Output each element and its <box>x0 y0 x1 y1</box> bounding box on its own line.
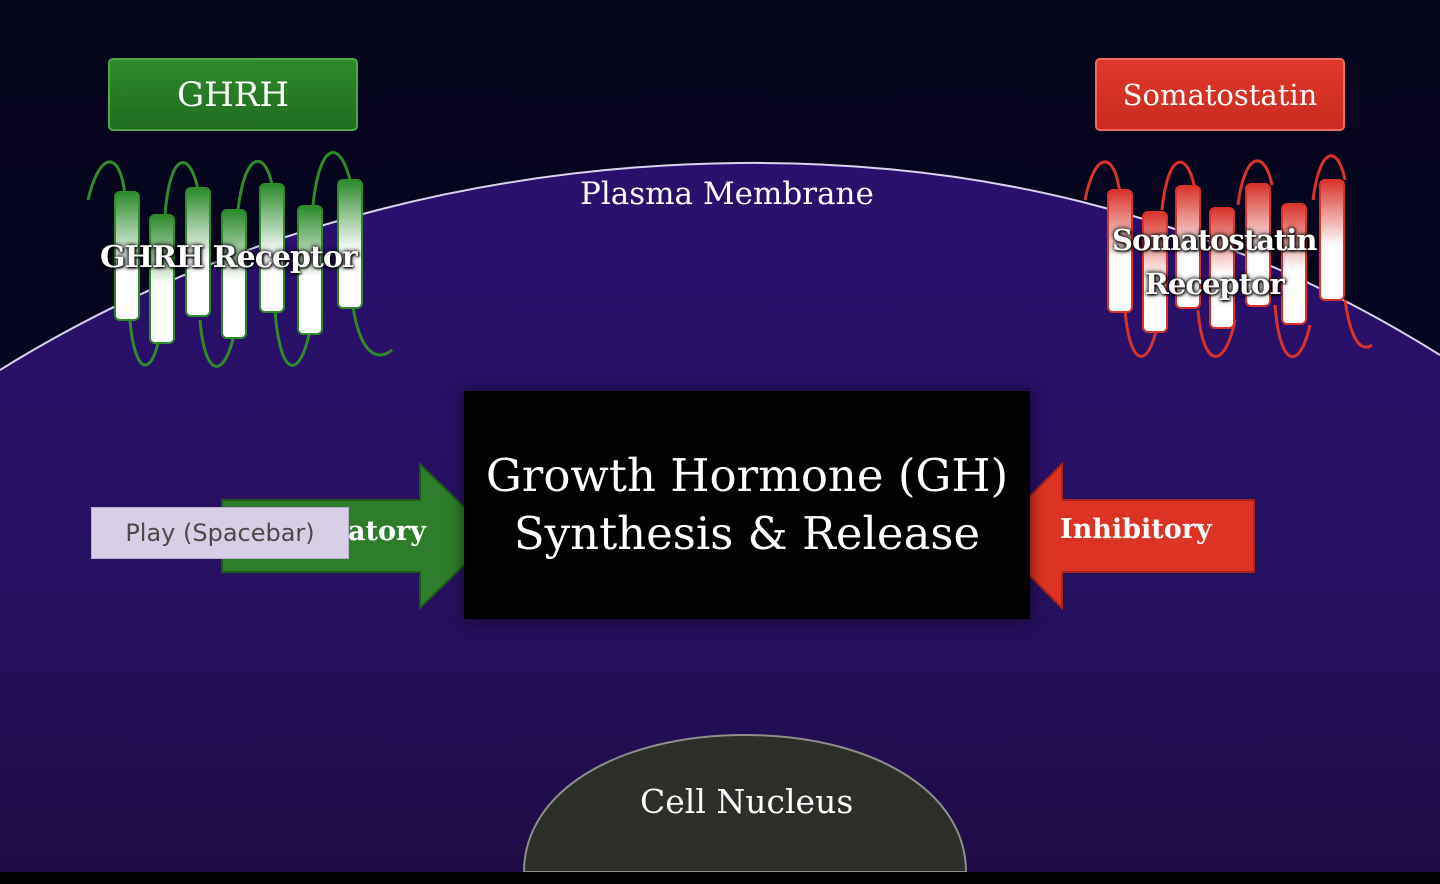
somatostatin-receptor-label-line1: Somatostatin <box>1112 223 1318 257</box>
ghrh-receptor-label: GHRH Receptor <box>100 240 358 275</box>
cell-nucleus-label: Cell Nucleus <box>640 782 854 821</box>
gh-synthesis-box: Growth Hormone (GH) Synthesis & Release <box>464 391 1030 619</box>
cell-nucleus <box>522 733 968 873</box>
plasma-membrane-label: Plasma Membrane <box>580 176 874 212</box>
play-tooltip[interactable]: Play (Spacebar) <box>91 507 349 559</box>
stimulatory-arrow-label: atory <box>348 516 426 547</box>
gh-title-line1: Growth Hormone (GH) <box>485 449 1009 502</box>
stimulatory-arrow <box>221 461 496 611</box>
ghrh-ligand-label: GHRH <box>108 58 358 131</box>
bottom-bar <box>0 872 1440 884</box>
somatostatin-receptor-label-line2: Receptor <box>1144 267 1285 301</box>
ghrh-receptor <box>86 151 393 368</box>
somatostatin-receptor-label: Somatostatin Receptor <box>1112 218 1318 306</box>
inhibitory-arrow-label: Inhibitory <box>1060 514 1212 545</box>
gh-title-line2: Synthesis & Release <box>513 507 981 560</box>
somatostatin-ligand-label: Somatostatin <box>1095 58 1345 131</box>
somatostatin-receptor <box>1083 154 1373 358</box>
